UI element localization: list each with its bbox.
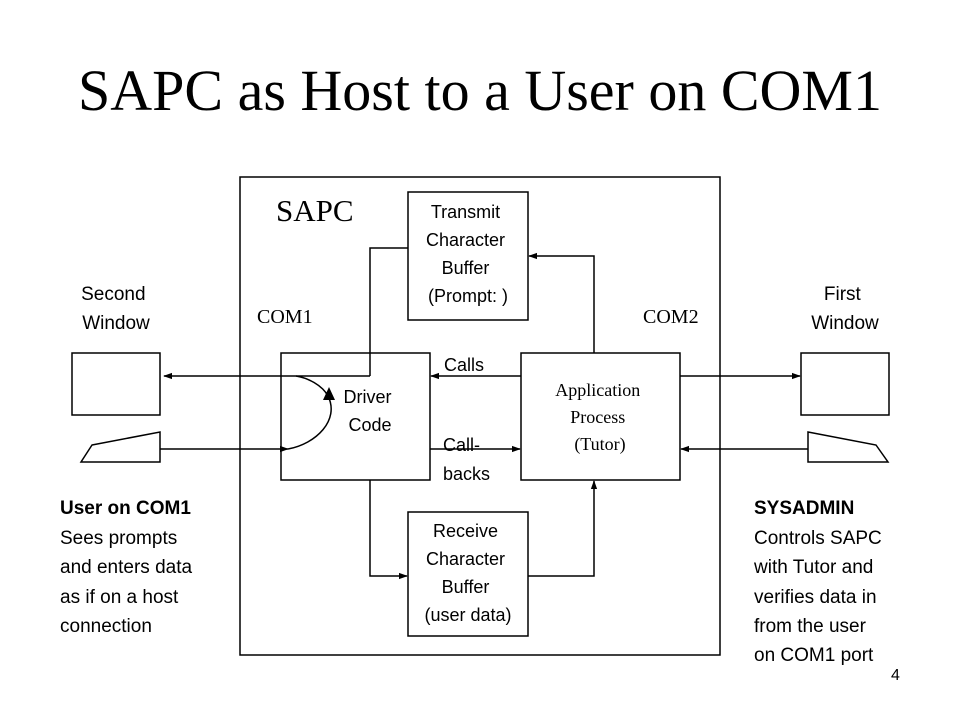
transmit-to-driver-line	[369, 247, 408, 376]
user-note: User on COM1 Sees prompts and enters dat…	[60, 498, 197, 637]
first-window-label: First Window	[811, 284, 879, 334]
echo-curve	[287, 375, 332, 450]
sysadmin-note: SYSADMIN Controls SAPC with Tutor and ve…	[753, 498, 887, 666]
driver-code-box	[280, 352, 431, 481]
echo-arrowhead	[323, 387, 335, 400]
application-process-label: Application Process (Tutor)	[555, 380, 644, 455]
app-to-transmit-arrow	[528, 252, 595, 353]
receive-buffer-box	[407, 511, 529, 637]
sapc-box	[239, 176, 721, 656]
second-window-keyboard	[79, 431, 161, 463]
com1-label: COM1	[257, 306, 313, 328]
receive-buffer-label: Receive Character Buffer (user data)	[424, 521, 511, 625]
callbacks-label: Call- backs	[443, 435, 490, 484]
transmit-buffer-label: Transmit Character Buffer (Prompt: )	[426, 202, 510, 306]
first-window-screen	[800, 352, 890, 416]
transmit-buffer-box	[407, 191, 529, 321]
first-window-keyboard	[807, 431, 890, 463]
slide-title: SAPC as Host to a User on COM1	[78, 58, 882, 123]
driver-code-label: Driver Code	[343, 387, 396, 435]
com2-label: COM2	[643, 306, 699, 328]
page-number: 4	[891, 667, 900, 684]
calls-label: Calls	[444, 355, 484, 375]
sapc-label: SAPC	[276, 193, 354, 228]
second-window-screen	[71, 352, 161, 416]
second-window-label: Second Window	[81, 284, 151, 334]
driver-to-receive-arrow	[369, 480, 408, 580]
application-process-box	[520, 352, 681, 481]
receive-to-app-arrow	[528, 480, 598, 577]
